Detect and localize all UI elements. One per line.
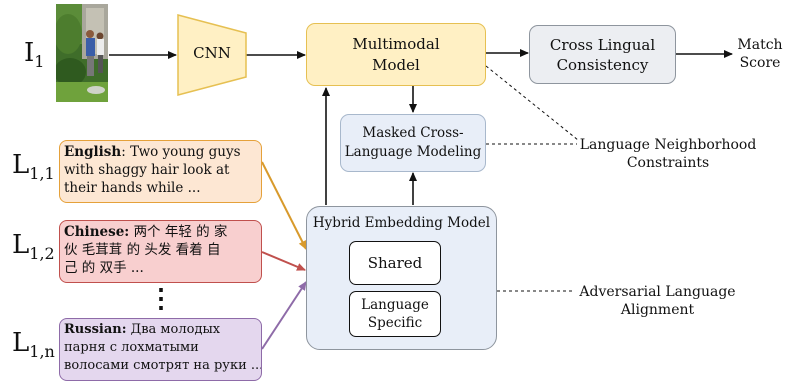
english-lang: English bbox=[64, 144, 122, 160]
shared-box: Shared bbox=[349, 241, 441, 285]
match-score-line1: Match bbox=[737, 37, 783, 53]
adversarial-line1: Adversarial Language bbox=[579, 284, 736, 300]
cnn-block bbox=[177, 14, 247, 96]
cross-lingual-line1: Cross Lingual bbox=[549, 35, 656, 54]
russian-line2: парня с лохматыми bbox=[64, 340, 199, 355]
input-photo bbox=[56, 4, 108, 102]
arrow-english-to-hybrid bbox=[261, 161, 307, 250]
ellipsis-dots: ⋮ bbox=[148, 284, 174, 314]
masked-modeling-box: Masked Cross- Language Modeling bbox=[340, 114, 486, 172]
neighborhood-constraints-label: Language Neighborhood Constraints bbox=[578, 136, 758, 172]
adversarial-line2: Alignment bbox=[620, 302, 695, 318]
masked-line1: Masked Cross- bbox=[362, 125, 464, 141]
arrow-chinese-to-hybrid bbox=[261, 251, 306, 271]
arrow-russian-to-hybrid bbox=[261, 281, 307, 350]
chinese-line2: 伙 毛茸茸 的 头发 看着 自 bbox=[64, 242, 221, 258]
specific-line1: Language bbox=[361, 297, 429, 313]
image-label: I1 bbox=[24, 38, 45, 71]
chinese-line3: 己 的 双手 ... bbox=[64, 260, 144, 276]
neighborhood-line1: Language Neighborhood bbox=[579, 137, 757, 153]
match-score-line2: Score bbox=[739, 55, 781, 71]
label-l12: L1,2 bbox=[12, 230, 55, 263]
chinese-line1: 两个 年轻 的 家 bbox=[133, 224, 228, 240]
label-l1n: L1,n bbox=[12, 328, 55, 361]
dashed-multimodal-neighborhood bbox=[485, 65, 579, 141]
english-caption-box: English: Two young guys with shaggy hair… bbox=[59, 140, 262, 203]
russian-line1: Два молодых bbox=[130, 322, 221, 337]
hybrid-title: Hybrid Embedding Model bbox=[312, 215, 491, 231]
masked-line2: Language Modeling bbox=[344, 144, 482, 160]
multimodal-line1: Multimodal bbox=[352, 34, 440, 53]
english-line2: with shaggy hair look at bbox=[64, 162, 230, 178]
cnn-label: CNN bbox=[193, 44, 231, 62]
neighborhood-line2: Constraints bbox=[626, 155, 710, 171]
cross-lingual-line2: Consistency bbox=[556, 55, 649, 74]
english-line3: their hands while ... bbox=[64, 180, 201, 196]
russian-caption-box: Russian: Два молодых парня с лохматыми в… bbox=[59, 318, 262, 381]
multimodal-line2: Model bbox=[372, 55, 420, 74]
chinese-lang: Chinese: bbox=[64, 224, 130, 240]
adversarial-alignment-label: Adversarial Language Alignment bbox=[575, 283, 740, 319]
label-l11: L1,1 bbox=[12, 150, 55, 183]
russian-line3: волосами смотрят на руки ... bbox=[64, 358, 262, 373]
chinese-caption-box: Chinese: 两个 年轻 的 家 伙 毛茸茸 的 头发 看着 自 己 的 双… bbox=[59, 220, 262, 283]
specific-line2: Specific bbox=[367, 315, 423, 331]
russian-lang: Russian: bbox=[64, 322, 127, 337]
english-line1: Two young guys bbox=[130, 144, 241, 160]
match-score-label: Match Score bbox=[734, 36, 786, 72]
